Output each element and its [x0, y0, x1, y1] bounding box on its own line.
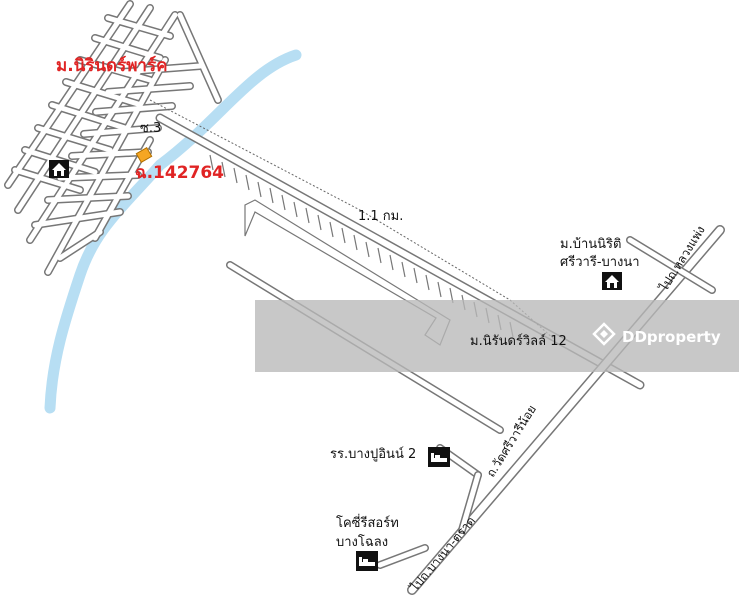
label-resort-1: โคซี่รีสอร์ท: [336, 514, 399, 531]
label-village-bannirit-2: ศรีวารี-บางนา: [560, 254, 640, 270]
label-village-nirinpark: ม.นิรินดร์พาร์ค: [56, 55, 167, 76]
watsriwanoi-road: [376, 225, 725, 595]
bed-icon: [356, 551, 378, 571]
distance-path: [149, 99, 556, 341]
label-village-nirinville: ม.นิรันดร์วิลล์ 12: [470, 333, 567, 349]
bed-icon: [428, 447, 450, 467]
label-distance: 1.1 กม.: [358, 209, 403, 224]
label-soi: ซ.3: [140, 121, 161, 136]
label-village-bannirit-1: ม.บ้านนิริติ: [560, 237, 621, 252]
watermark-text: DDproperty: [622, 328, 721, 346]
house-icon: [49, 160, 69, 178]
watermark-banner: [255, 300, 739, 372]
label-resort-2: บางโฉลง: [336, 534, 388, 550]
label-property-code: ฉ.142764: [135, 163, 224, 183]
property-marker-icon[interactable]: [135, 146, 153, 164]
house-icon: [602, 272, 622, 290]
village-grid-fill: [5, 1, 221, 275]
ddproperty-logo-icon: [592, 322, 616, 346]
label-school: รร.บางปูอินน์ 2: [330, 446, 416, 462]
